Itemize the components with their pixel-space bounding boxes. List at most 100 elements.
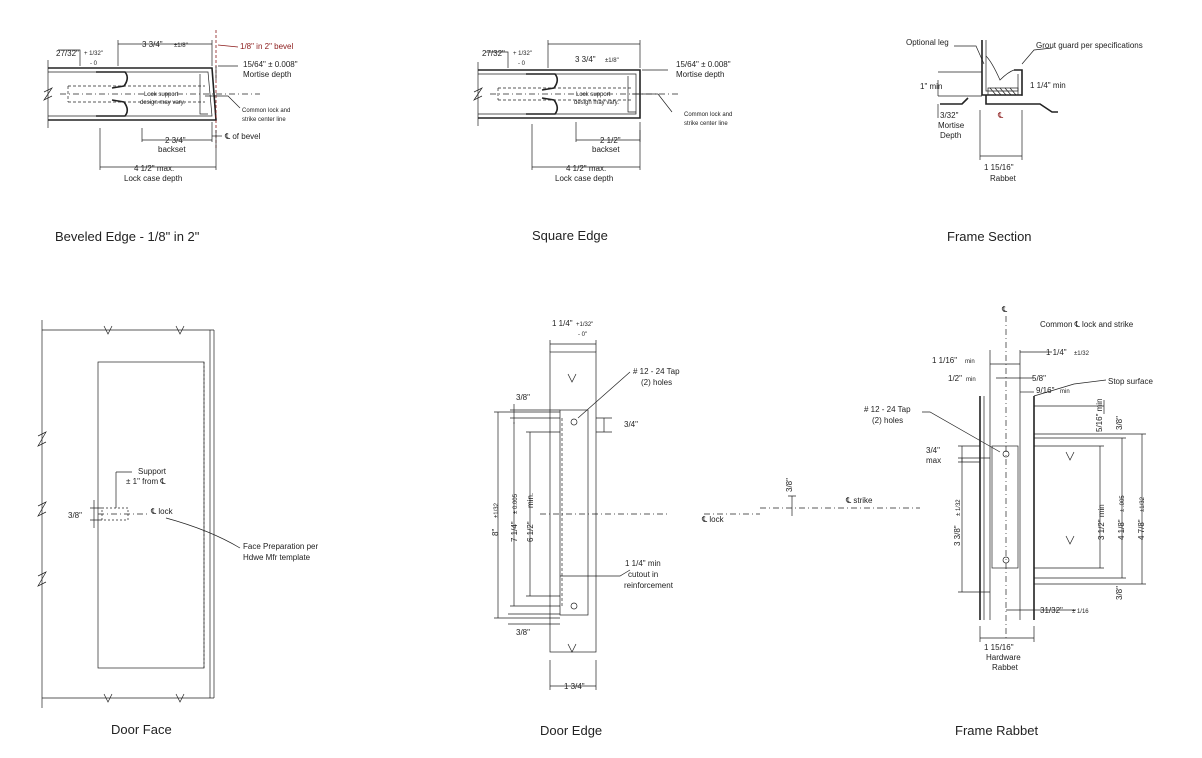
frame-rabbet-tol-4-7-8: ±1/32	[1140, 496, 1146, 512]
frame-rabbet-stop-surface: Stop surface	[1108, 377, 1153, 386]
square-lock-support-2: design may vary.	[574, 100, 619, 106]
door-edge-detail	[494, 340, 920, 690]
door-edge-1-1-4: 1 1/4"	[552, 319, 573, 328]
door-edge-7-1-4: 7 1/4"	[510, 521, 519, 542]
frame-rabbet-tol-4-1-8: ± .005	[1120, 495, 1126, 512]
frame-3-32: 3/32"	[940, 111, 959, 120]
square-tol-3-3-4: ±1/8"	[605, 58, 619, 64]
beveled-common-2: strike center line	[242, 117, 286, 123]
door-edge-3-8-mid: 3/8"	[785, 478, 794, 492]
square-2-1-2: 2 1/2"	[600, 136, 621, 145]
door-edge-tap-2: (2) holes	[641, 378, 672, 387]
square-lock-support-1: Lock support	[576, 92, 611, 98]
beveled-4-1-2: 4 1/2" max.	[134, 164, 174, 173]
frame-1-15-16: 1 15/16"	[984, 163, 1014, 172]
door-face-prep-2: Hdwe Mfr template	[243, 553, 311, 562]
frame-rabbet-detail	[922, 316, 1146, 642]
door-face-detail	[37, 320, 241, 708]
door-edge-tol-7-1-4: ± 0.005	[513, 493, 519, 514]
frame-depth: Depth	[940, 131, 961, 140]
door-edge-tol-minus: - 0"	[578, 332, 587, 338]
square-lock-case: Lock case depth	[555, 174, 613, 183]
square-15-64: 15/64" ± 0.008"	[676, 60, 731, 69]
beveled-bevel: 1/8" in 2" bevel	[240, 42, 293, 51]
door-edge-8: 8"	[491, 529, 500, 536]
frame-rabbet-4-1-8: 4 1/8"	[1117, 519, 1126, 540]
door-face-support-1: Support	[138, 467, 167, 476]
frame-rabbet-3-3-8: 3 3/8"	[953, 525, 962, 546]
beveled-tol-3-3-4: ±1/8"	[174, 43, 188, 49]
frame-optional-leg: Optional leg	[906, 38, 949, 47]
frame-rabbet-cl: ℄	[1001, 305, 1008, 314]
frame-rabbet-5-8: 5/8"	[1032, 374, 1046, 383]
door-edge-cutout-3: reinforcement	[624, 581, 674, 590]
frame-mortise: Mortise	[938, 121, 965, 130]
beveled-2-3-4: 2 3/4"	[165, 136, 186, 145]
caption-frame-section: Frame Section	[947, 229, 1032, 244]
door-face-3-8: 3/8"	[68, 511, 82, 520]
frame-rabbet: Rabbet	[990, 174, 1017, 183]
frame-rabbet-tol-1-1-4: ±1/32	[1074, 351, 1090, 357]
frame-rabbet-9-16: 9/16"	[1036, 386, 1055, 395]
door-edge-cl-strike: ℄ strike	[845, 496, 873, 505]
beveled-lock-support-2: design may vary.	[140, 100, 185, 106]
door-face-support-2: ± 1" from ℄	[126, 477, 166, 486]
beveled-tol-minus: - 0	[90, 61, 98, 67]
caption-door-edge: Door Edge	[540, 723, 602, 738]
door-edge-3-8-bot: 3/8"	[516, 628, 530, 637]
square-backset: backset	[592, 145, 620, 154]
door-face-prep-1: Face Preparation per	[243, 542, 318, 551]
frame-rabbet-1-15-16: 1 15/16"	[984, 643, 1014, 652]
frame-rabbet-1-1-4: 1 1/4"	[1046, 348, 1067, 357]
beveled-backset: backset	[158, 145, 186, 154]
beveled-cl-bevel: ℄ of bevel	[224, 132, 261, 141]
door-edge-cutout-2: cutout in	[628, 570, 658, 579]
square-mortise: Mortise depth	[676, 70, 724, 79]
beveled-common-1: Common lock and	[242, 108, 290, 114]
frame-rabbet-tol-3-3-8: ± 1/32	[956, 499, 962, 516]
frame-rabbet-tap-2: (2) holes	[872, 416, 903, 425]
door-edge-tol-8: ±1/32	[494, 502, 500, 518]
frame-cl: ℄	[997, 111, 1004, 120]
beveled-lock-support-1: Lock support	[144, 92, 179, 98]
square-tol-minus: - 0	[518, 61, 526, 67]
frame-rabbet-3-8-b: 3/8"	[1115, 586, 1124, 600]
frame-rabbet-min-c: min	[1060, 389, 1070, 395]
square-common-1: Common lock and	[684, 112, 732, 118]
frame-rabbet-common: Common ℄ lock and strike	[1040, 320, 1134, 329]
caption-door-face: Door Face	[111, 722, 172, 737]
frame-rabbet-1-2: 1/2"	[948, 374, 962, 383]
frame-rabbet-min-b: min	[966, 377, 976, 383]
frame-rabbet-4-7-8: 4 7/8"	[1137, 519, 1146, 540]
door-edge-1-3-4: 1 3/4"	[564, 682, 585, 691]
frame-rabbet-max: max	[926, 456, 941, 465]
frame-1-1-4-min: 1 1/4" min	[1030, 81, 1066, 90]
beveled-3-3-4: 3 3/4"	[142, 40, 163, 49]
frame-rabbet-3-4: 3/4"	[926, 446, 940, 455]
frame-rabbet-tap-1: # 12 - 24 Tap	[864, 405, 911, 414]
frame-rabbet-31-32: 31/32"	[1040, 606, 1063, 615]
door-edge-tol-plus: +1/32"	[576, 322, 593, 328]
frame-rabbet-rabbet: Rabbet	[992, 663, 1019, 672]
beveled-mortise: Mortise depth	[243, 70, 291, 79]
frame-rabbet-3-8-a: 3/8"	[1115, 416, 1124, 430]
frame-section-detail	[937, 40, 1058, 160]
frame-rabbet-hardware: Hardware	[986, 653, 1021, 662]
door-edge-6-1-2: 6 1/2"	[526, 521, 535, 542]
door-face-cl-lock: ℄ lock	[150, 507, 174, 516]
beveled-15-64: 15/64" ± 0.008"	[243, 60, 298, 69]
beveled-27-32: 27/32"	[56, 49, 79, 58]
square-4-1-2: 4 1/2" max.	[566, 164, 606, 173]
frame-1-min: 1" min	[920, 82, 942, 91]
frame-rabbet-1-1-16: 1 1/16"	[932, 356, 957, 365]
door-edge-cl-lock: ℄ lock	[701, 515, 725, 524]
door-edge-3-4: 3/4"	[624, 420, 638, 429]
frame-grout: Grout guard per specifications	[1036, 41, 1143, 50]
caption-frame-rabbet: Frame Rabbet	[955, 723, 1038, 738]
door-edge-3-8-top: 3/8"	[516, 393, 530, 402]
beveled-lock-case: Lock case depth	[124, 174, 182, 183]
door-edge-tap-1: # 12 - 24 Tap	[633, 367, 680, 376]
square-27-32: 27/32"	[482, 49, 505, 58]
caption-beveled-edge: Beveled Edge - 1/8" in 2"	[55, 229, 200, 244]
